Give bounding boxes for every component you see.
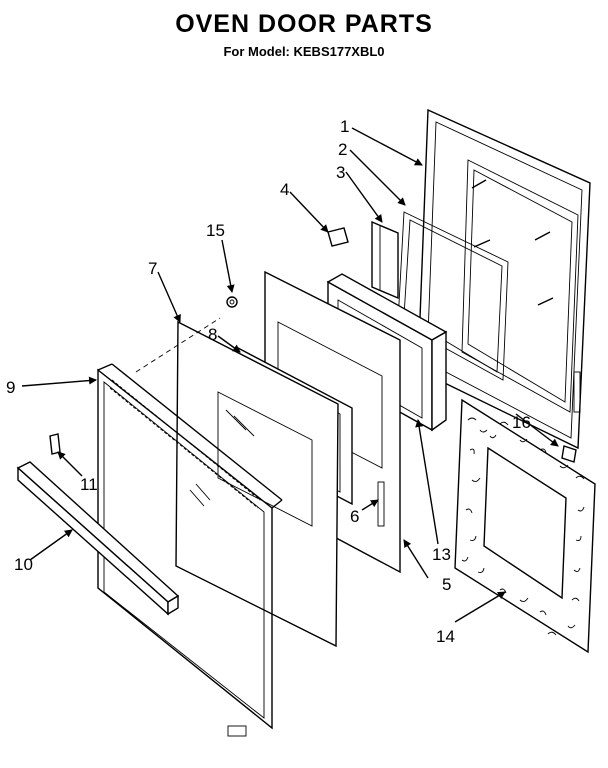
part-11-clip <box>49 433 61 455</box>
callout-9: 9 <box>6 378 15 397</box>
part-15-screw <box>226 296 238 308</box>
part-4-clip <box>327 227 349 247</box>
part-16-clip <box>561 445 577 463</box>
callout-13: 13 <box>432 545 451 564</box>
part-2-door-seal <box>397 211 509 381</box>
part-3-bracket <box>371 220 399 300</box>
callout-labels: 1 2 3 4 5 6 7 8 9 10 11 13 14 15 16 <box>6 117 531 646</box>
diagram-title: OVEN DOOR PARTS <box>175 10 433 38</box>
part-14-insulation-panel <box>454 398 596 654</box>
part-1-inner-door-panel <box>417 108 591 450</box>
callout-8: 8 <box>208 325 217 344</box>
callout-11: 11 <box>80 475 98 494</box>
callout-5: 5 <box>442 575 451 594</box>
leader-lines <box>21 127 559 623</box>
callout-7: 7 <box>148 259 157 278</box>
callout-10: 10 <box>14 555 33 574</box>
callout-1: 1 <box>340 117 349 136</box>
part-9-door-frame <box>97 363 283 737</box>
callout-4: 4 <box>280 180 289 199</box>
callout-3: 3 <box>336 163 345 182</box>
callout-16: 16 <box>512 413 531 432</box>
model-subtitle: For Model: KEBS177XBL0 <box>223 44 385 59</box>
callout-14: 14 <box>436 627 455 646</box>
part-10-door-handle <box>16 461 180 616</box>
callout-2: 2 <box>338 140 347 159</box>
callout-15: 15 <box>206 221 225 240</box>
callout-6: 6 <box>350 507 359 526</box>
